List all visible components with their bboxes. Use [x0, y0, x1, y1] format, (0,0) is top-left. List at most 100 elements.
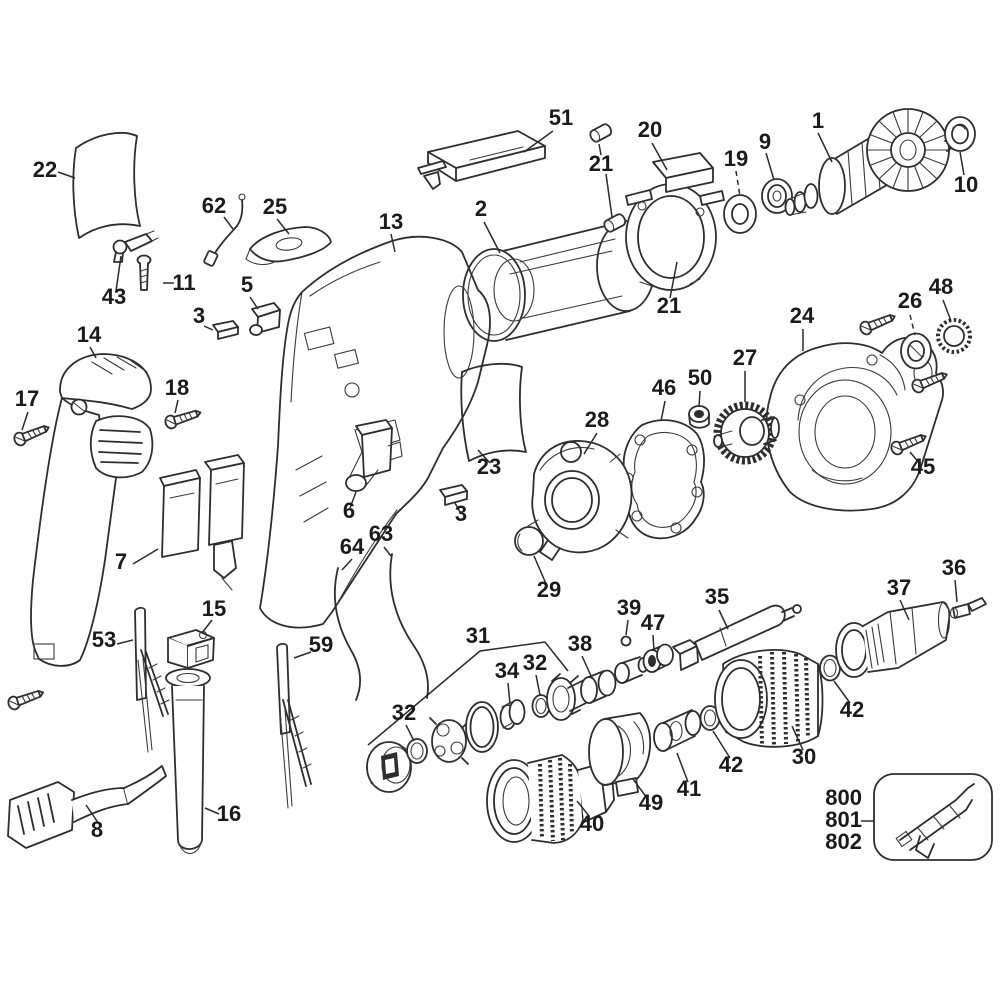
nose-cone [835, 601, 951, 678]
callout-29: 29 [537, 577, 561, 602]
callout-41: 41 [677, 776, 701, 801]
terminal-block [439, 484, 468, 506]
callout-32-lower: 32 [392, 700, 416, 725]
output-spindle [672, 604, 802, 671]
callout-53: 53 [92, 627, 116, 652]
callout-21-bottom: 21 [657, 293, 681, 318]
washer [723, 194, 757, 234]
callout-11: 11 [172, 270, 195, 295]
bearing-rear [944, 116, 976, 152]
belt-clip [167, 629, 215, 669]
callout-48: 48 [929, 274, 953, 299]
fan-blades [867, 109, 949, 191]
detent-ball [620, 635, 632, 647]
callout-15: 15 [202, 596, 226, 621]
callout-36: 36 [942, 555, 966, 580]
callout-18: 18 [165, 375, 189, 400]
adjusting-collar [714, 649, 824, 748]
lock-ring [936, 318, 972, 354]
housing-screw [162, 405, 204, 431]
callout-3-mid: 3 [455, 501, 467, 526]
o-ring-large [465, 701, 499, 753]
callout-42-left: 42 [719, 752, 743, 777]
callout-59: 59 [309, 632, 333, 657]
bit-holder-tool [276, 642, 312, 809]
spindle-nut [688, 405, 710, 429]
callout-19: 19 [724, 146, 748, 171]
clutch-jaws [588, 712, 652, 797]
reverse-lever [112, 230, 159, 263]
callout-40: 40 [580, 811, 604, 836]
motor-housing [259, 235, 491, 629]
callout-17: 17 [15, 386, 39, 411]
callout-43: 43 [102, 284, 126, 309]
speed-control-module [417, 130, 546, 190]
bearing-plug [514, 526, 544, 556]
callout-3-left: 3 [193, 303, 205, 328]
callout-8: 8 [91, 817, 103, 842]
clutch-adjust-nut [366, 741, 412, 793]
callout-62: 62 [202, 193, 226, 218]
handle-cover [30, 353, 154, 667]
bit-holder-tool [134, 606, 170, 753]
housing-screw [11, 420, 53, 448]
switch-assembly [345, 419, 403, 492]
callout-34: 34 [495, 658, 520, 683]
callout-5: 5 [241, 272, 253, 297]
reduction-gear [713, 401, 780, 465]
callout-9: 9 [759, 129, 771, 154]
coupling [642, 643, 674, 673]
callout-13: 13 [379, 209, 403, 234]
callout-6: 6 [343, 498, 355, 523]
callout-20: 20 [638, 117, 662, 142]
callout-51: 51 [549, 105, 573, 130]
nose-holder [486, 754, 615, 844]
pin-screw [136, 254, 152, 291]
callout-30: 30 [792, 744, 816, 769]
motor-brush [587, 121, 614, 145]
callout-25: 25 [263, 194, 287, 219]
housing-screw [5, 685, 47, 712]
motor-brush [601, 211, 628, 235]
callout-22: 22 [33, 157, 57, 182]
callout-27: 27 [733, 345, 757, 370]
spindle-clutch [546, 656, 649, 721]
callout-7: 7 [115, 549, 127, 574]
callout-64: 64 [340, 534, 365, 559]
callout-49: 49 [639, 790, 663, 815]
callout-37: 37 [887, 575, 911, 600]
kit-box [873, 773, 993, 861]
callout-801: 801 [825, 807, 862, 832]
callout-21-top: 21 [589, 151, 613, 176]
wire [389, 553, 429, 699]
clutch-plate [429, 717, 469, 765]
gearcase-screw [857, 309, 899, 337]
callout-50: 50 [688, 365, 712, 390]
leader-lines [21, 130, 965, 825]
brush-holder-ring [625, 152, 725, 291]
power-cord [7, 765, 167, 849]
callout-26: 26 [898, 288, 922, 313]
end-plate [527, 440, 633, 561]
callout-35: 35 [705, 584, 729, 609]
callout-63: 63 [369, 521, 393, 546]
switch-bracket [249, 302, 281, 336]
terminal-block [212, 320, 239, 340]
gearcase-screw [888, 429, 930, 457]
callout-47: 47 [641, 610, 665, 635]
callout-2: 2 [475, 196, 487, 221]
callout-42-right: 42 [840, 697, 864, 722]
callout-32-upper: 32 [523, 650, 547, 675]
callout-24: 24 [790, 303, 815, 328]
kit-drill-body [899, 799, 967, 851]
callout-38: 38 [568, 631, 592, 656]
spec-label-sheet [460, 362, 527, 462]
callout-16: 16 [217, 801, 241, 826]
spring-washers [499, 699, 526, 730]
callout-23: 23 [477, 454, 501, 479]
clutch-pin-sleeve [653, 709, 702, 752]
callout-10: 10 [954, 172, 978, 197]
callout-14: 14 [77, 322, 102, 347]
